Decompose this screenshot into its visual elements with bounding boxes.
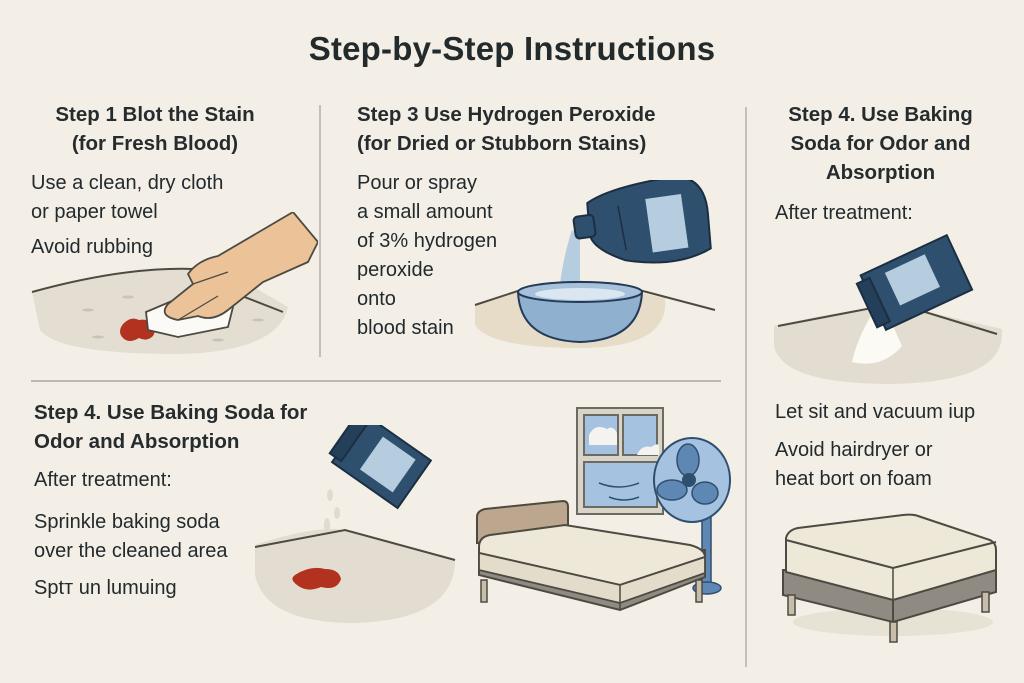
baking-soda-over-stain-icon [255, 425, 465, 625]
step1-body: Use a clean, dry cloth or paper towel Av… [31, 169, 223, 262]
step4-right-heading-line3: Absorption [825, 161, 936, 184]
step4-right-line: heat bort on foam [775, 468, 932, 490]
step4-bottom-heading: Step 4. Use Baking Soda for Odor and Abs… [34, 398, 307, 456]
step4-right-heading-line2: Soda for Odor and [790, 132, 971, 155]
step1-heading-line2: (for Fresh Blood) [71, 132, 239, 155]
baking-soda-box-icon [772, 234, 1012, 384]
step3-line: Pour or spray [357, 172, 478, 194]
step1-line: Avoid rubbing [31, 236, 153, 258]
step3-line: peroxide [357, 259, 434, 281]
step4-bottom-line: over the cleaned area [34, 540, 228, 562]
divider-vertical-2 [745, 107, 747, 667]
divider-horizontal [31, 380, 721, 382]
step4-bottom-heading-line1: Step 4. Use Baking Soda for [34, 401, 308, 424]
step4-right-heading-line1: Step 4. Use Baking [788, 103, 973, 126]
step4-bottom-line: Sptт un lumuing [34, 577, 177, 599]
step3-line: onto [357, 288, 396, 310]
step1-heading-line1: Step 1 Blot the Stain [55, 103, 255, 126]
peroxide-pouring-icon [470, 180, 720, 350]
step3-line: blood stain [357, 317, 454, 339]
step4-bottom-line: Sprinkle baking soda [34, 511, 220, 533]
divider-vertical-1 [319, 105, 321, 357]
step1-line: Use a clean, dry cloth [31, 172, 224, 194]
step3-heading: Step 3 Use Hydrogen Peroxide (for Dried … [357, 100, 655, 158]
step4-bottom-intro: After treatment: [34, 469, 172, 491]
hand-blotting-icon [28, 212, 318, 357]
step1-line: or paper towel [31, 201, 158, 223]
step3-heading-line2: (for Dried or Stubborn Stains) [357, 132, 647, 155]
bed-window-fan-icon [465, 405, 755, 620]
step3-line: a small amount [357, 201, 493, 223]
step4-right-intro: After treatment: [775, 202, 913, 224]
step4-bottom-body: Sprinkle baking soda over the cleaned ar… [34, 508, 227, 603]
step1-heading: Step 1 Blot the Stain (for Fresh Blood) [20, 100, 290, 158]
page-title: Step-by-Step Instructions [308, 30, 716, 67]
step3-heading-line1: Step 3 Use Hydrogen Peroxide [357, 103, 656, 126]
step4-bottom-heading-line2: Odor and Absorption [34, 430, 240, 453]
step4-right-heading: Step 4. Use Baking Soda for Odor and Abs… [768, 100, 993, 187]
mattress-icon [778, 510, 1003, 645]
step3-body: Pour or spray a small amount of 3% hydro… [357, 169, 497, 343]
step4-right-line: Avoid hairdryer or [775, 439, 933, 461]
step4-right-body: Let sit and vacuum iup Avoid hairdryer o… [775, 398, 975, 494]
step3-line: of 3% hydrogen [357, 230, 498, 252]
step4-right-line: Let sit and vacuum iup [775, 401, 976, 423]
